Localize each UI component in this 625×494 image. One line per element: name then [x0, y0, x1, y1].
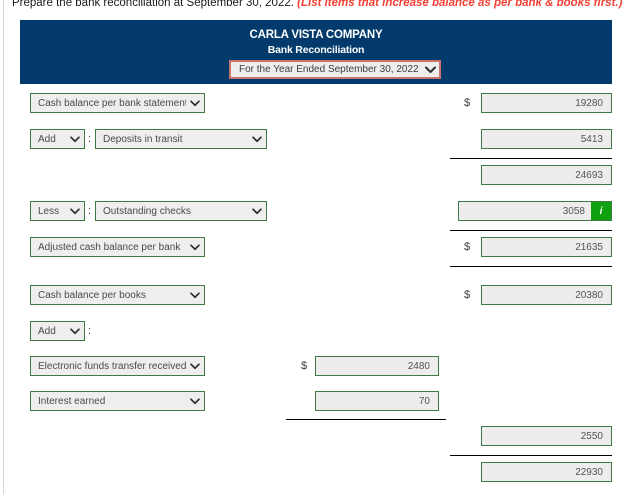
statement-title: Bank Reconciliation	[267, 44, 365, 56]
subtotal-rule-bank	[450, 158, 612, 159]
period-select-value: For the Year Ended September 30, 2022	[239, 64, 419, 75]
statement-header-banner: CARLA VISTA COMPANY Bank Reconciliation …	[20, 20, 612, 84]
chevron-down-icon	[421, 66, 439, 74]
instruction-main: Prepare the bank reconciliation at Septe…	[12, 0, 294, 9]
colon-separator: :	[88, 133, 92, 145]
amount-interest-earned[interactable]: 70	[315, 391, 439, 411]
left-page-rule	[3, 0, 4, 494]
chevron-down-icon	[66, 207, 84, 215]
amount-value: 3058	[562, 205, 585, 217]
subtotal-rule-books-additions	[286, 419, 446, 420]
colon-separator: :	[88, 205, 92, 217]
amount-value: 21635	[575, 241, 603, 253]
select-label: Add	[38, 133, 56, 145]
instruction-hint: (List items that increase balance as per…	[297, 0, 623, 9]
chevron-down-icon	[248, 207, 266, 215]
instruction-text: Prepare the bank reconciliation at Septe…	[12, 0, 622, 10]
chevron-down-icon	[66, 327, 84, 335]
dollar-sign: $	[464, 97, 471, 109]
select-deposits-in-transit[interactable]: Deposits in transit	[95, 129, 267, 149]
select-adjusted-cash-balance-per-bank[interactable]: Adjusted cash balance per bank	[30, 237, 205, 257]
double-rule-adjusted-bank	[450, 266, 612, 267]
amount-deposits-in-transit[interactable]: 5413	[481, 129, 612, 149]
select-cash-balance-per-bank-statement[interactable]: Cash balance per bank statement	[30, 93, 205, 113]
amount-value: 19280	[575, 97, 603, 109]
amount-value: 2550	[580, 430, 603, 442]
select-label: Electronic funds transfer received	[38, 360, 186, 372]
amount-value: 5413	[580, 133, 603, 145]
chevron-down-icon	[186, 362, 204, 370]
amount-books-additions-total[interactable]: 2550	[481, 426, 612, 446]
select-label: Add	[38, 325, 56, 337]
amount-cash-balance-per-bank-statement[interactable]: 19280	[481, 93, 612, 113]
chevron-down-icon	[186, 99, 204, 107]
select-operator-add-books[interactable]: Add	[30, 321, 85, 341]
select-label: Less	[38, 205, 60, 217]
chevron-down-icon	[186, 397, 204, 405]
info-icon[interactable]: i	[591, 202, 611, 220]
dollar-sign: $	[464, 289, 471, 301]
subtotal-rule-adjusted-bank	[450, 230, 612, 231]
select-label: Cash balance per bank statement	[38, 97, 186, 109]
chevron-down-icon	[186, 291, 204, 299]
chevron-down-icon	[186, 243, 204, 251]
select-operator-less-bank[interactable]: Less	[30, 201, 85, 221]
select-label: Interest earned	[38, 395, 106, 407]
select-operator-add-bank[interactable]: Add	[30, 129, 85, 149]
amount-value: 20380	[575, 289, 603, 301]
select-interest-earned[interactable]: Interest earned	[30, 391, 205, 411]
select-outstanding-checks[interactable]: Outstanding checks	[95, 201, 267, 221]
dollar-sign: $	[301, 360, 308, 372]
amount-value: 70	[418, 395, 430, 407]
select-electronic-funds-transfer-received[interactable]: Electronic funds transfer received	[30, 356, 205, 376]
amount-electronic-funds-transfer-received[interactable]: 2480	[315, 356, 439, 376]
period-select[interactable]: For the Year Ended September 30, 2022	[229, 60, 441, 79]
company-name: CARLA VISTA COMPANY	[249, 29, 383, 41]
dollar-sign: $	[464, 241, 471, 253]
amount-bank-subtotal[interactable]: 24693	[481, 165, 612, 185]
colon-separator: :	[88, 325, 92, 337]
amount-value: 22930	[575, 466, 603, 478]
select-label: Outstanding checks	[103, 205, 191, 217]
select-label: Cash balance per books	[38, 289, 146, 301]
amount-outstanding-checks[interactable]: 3058 i	[458, 201, 612, 221]
chevron-down-icon	[66, 135, 84, 143]
amount-cash-balance-per-books[interactable]: 20380	[481, 285, 612, 305]
select-label: Adjusted cash balance per bank	[38, 241, 181, 253]
amount-value: 2480	[407, 360, 430, 372]
amount-value: 24693	[575, 169, 603, 181]
chevron-down-icon	[248, 135, 266, 143]
amount-books-subtotal[interactable]: 22930	[481, 462, 612, 482]
amount-adjusted-cash-balance-per-bank[interactable]: 21635	[481, 237, 612, 257]
select-cash-balance-per-books[interactable]: Cash balance per books	[30, 285, 205, 305]
select-label: Deposits in transit	[103, 133, 183, 145]
subtotal-rule-books	[450, 455, 612, 456]
